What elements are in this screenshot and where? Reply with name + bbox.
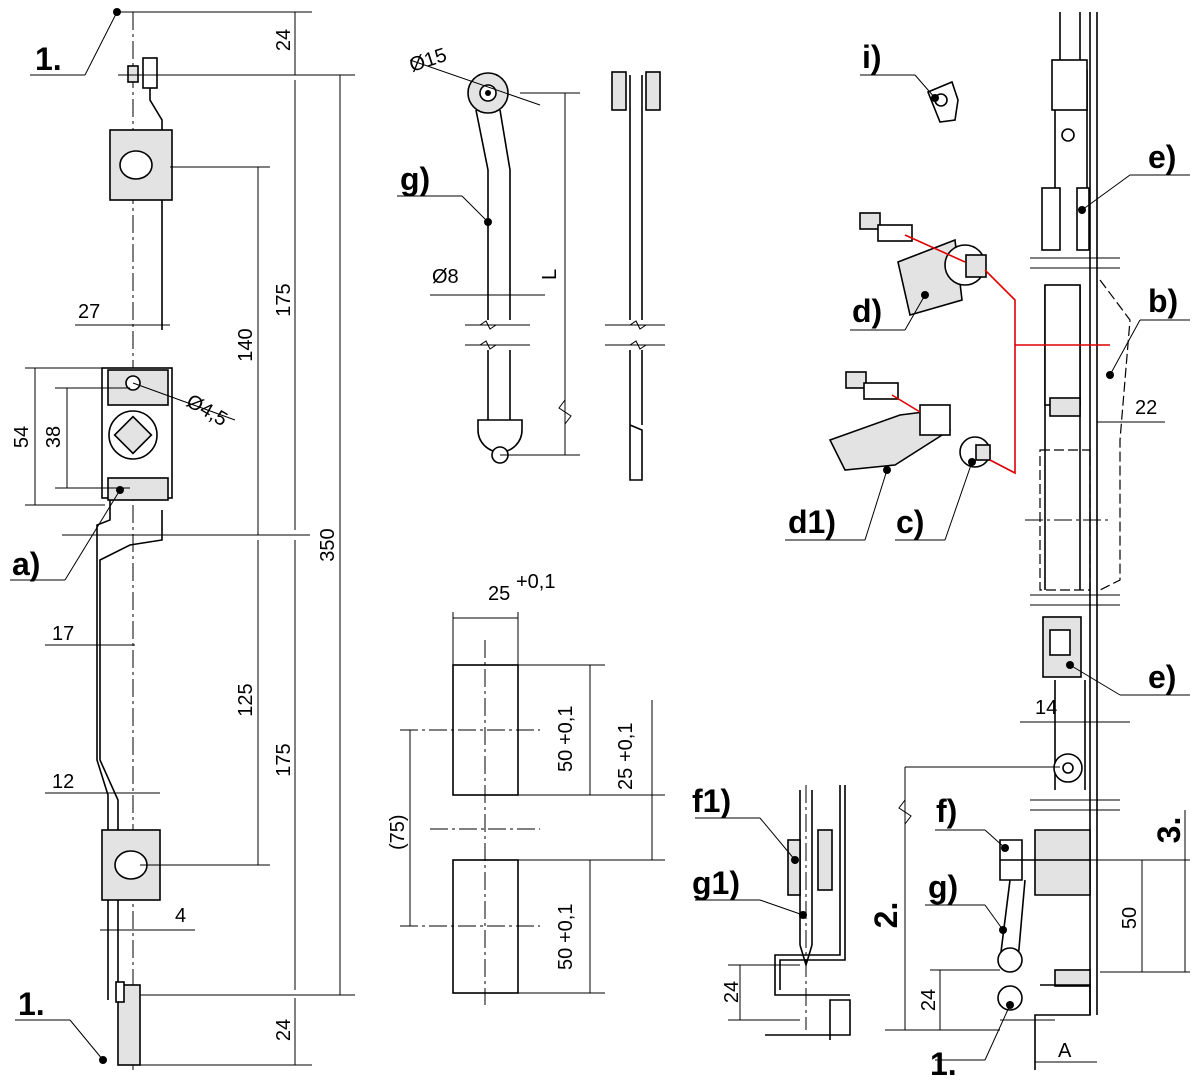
dim-24-bottom: 24 bbox=[273, 1019, 295, 1041]
dim-L: L bbox=[539, 269, 561, 280]
callout-a: a) bbox=[12, 546, 40, 582]
dim-50-upper-tol: +0,1 bbox=[555, 706, 577, 745]
left-dimension-lines bbox=[25, 11, 341, 1066]
dim-24-right: 24 bbox=[918, 989, 940, 1011]
dim-12: 12 bbox=[52, 771, 74, 793]
panel-cutout-template bbox=[400, 612, 665, 1005]
dim-140: 140 bbox=[235, 328, 257, 361]
dim-25-gap-tol: +0,1 bbox=[615, 723, 637, 762]
dim-50-right: 50 bbox=[1119, 907, 1141, 929]
callout-g1: g1) bbox=[692, 865, 740, 901]
callout-g-top: g) bbox=[400, 161, 430, 197]
callout-g-bottom: g) bbox=[928, 869, 958, 905]
callout-e-bottom: e) bbox=[1148, 659, 1176, 695]
dim-27: 27 bbox=[78, 301, 100, 323]
dim-50-lower-tol: +0,1 bbox=[555, 904, 577, 943]
dim-25-width: 25 bbox=[488, 583, 510, 605]
dim-dia-8: Ø8 bbox=[432, 266, 459, 288]
callout-1-right: 1. bbox=[930, 1046, 957, 1081]
dim-350: 350 bbox=[317, 528, 339, 561]
dim-25-gap: 25 bbox=[615, 768, 637, 790]
dim-50-upper: 50 bbox=[555, 750, 577, 772]
callout-f: f) bbox=[936, 793, 957, 829]
callout-1-top: 1. bbox=[35, 41, 62, 77]
dim-75: (75) bbox=[387, 814, 409, 850]
dim-24-top: 24 bbox=[273, 29, 295, 51]
detail-f1-g1 bbox=[695, 785, 851, 1040]
callout-d: d) bbox=[852, 293, 882, 329]
dim-175-lower: 175 bbox=[273, 743, 295, 776]
dim-50-lower: 50 bbox=[555, 948, 577, 970]
callout-c: c) bbox=[896, 504, 924, 540]
rod-link-views bbox=[397, 59, 665, 481]
dim-175-upper: 175 bbox=[273, 283, 295, 316]
callout-i: i) bbox=[862, 39, 882, 75]
callout-e-top: e) bbox=[1148, 139, 1176, 175]
dim-24-f1: 24 bbox=[721, 981, 743, 1003]
dim-22: 22 bbox=[1135, 397, 1157, 419]
dim-54: 54 bbox=[11, 426, 33, 448]
dim-dia-4-5: Ø4,5 bbox=[183, 390, 232, 431]
dim-38: 38 bbox=[43, 426, 65, 448]
callout-f1: f1) bbox=[692, 783, 731, 819]
dim-4: 4 bbox=[175, 905, 186, 927]
callout-d1: d1) bbox=[788, 504, 836, 540]
callout-leaders-left bbox=[10, 8, 124, 1064]
right-side-view bbox=[885, 12, 1190, 1070]
callout-leaders-right bbox=[785, 74, 1190, 1061]
callout-2: 2. bbox=[868, 902, 904, 929]
callout-b: b) bbox=[1148, 283, 1178, 319]
callout-1-bottom: 1. bbox=[18, 986, 45, 1022]
dim-17: 17 bbox=[52, 623, 74, 645]
dim-A: A bbox=[1058, 1040, 1072, 1062]
dim-125: 125 bbox=[235, 683, 257, 716]
rod-assembly-front-view bbox=[96, 12, 355, 1070]
dim-25-width-tol: +0,1 bbox=[516, 571, 555, 593]
callout-3: 3. bbox=[1151, 817, 1187, 844]
dim-14: 14 bbox=[1035, 697, 1057, 719]
exploded-parts bbox=[828, 80, 1110, 475]
